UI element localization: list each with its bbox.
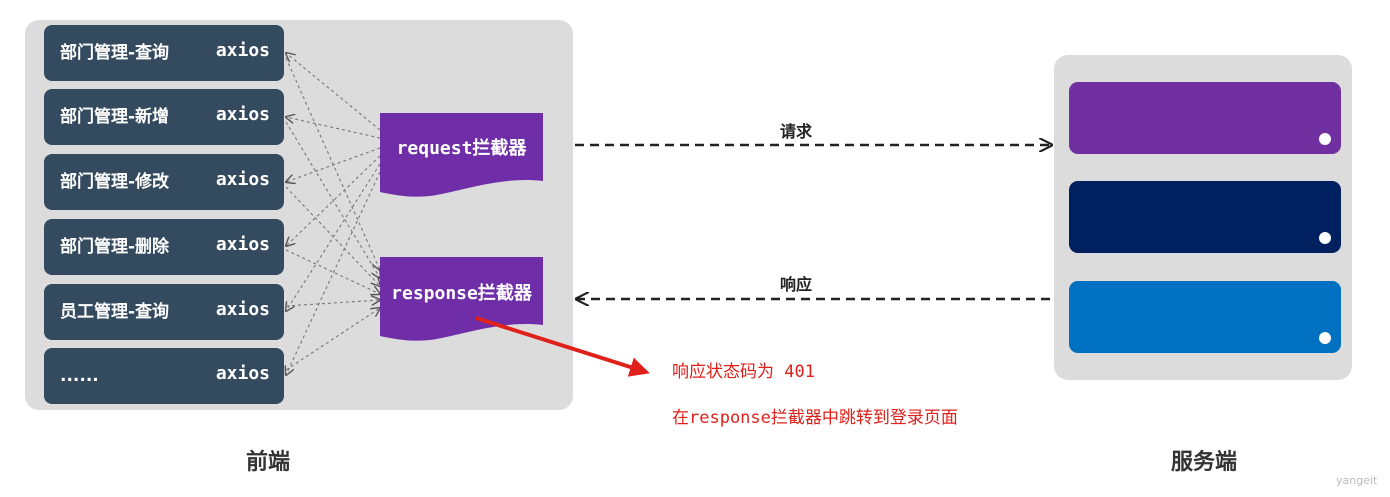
request-interceptor-label: request拦截器 — [396, 138, 527, 159]
module-dept-edit: 部门管理-修改 axios — [44, 154, 284, 210]
module-label: 部门管理-删除 — [60, 237, 170, 257]
module-label: 员工管理-查询 — [60, 302, 170, 322]
link-line — [285, 249, 380, 294]
module-axios: axios — [215, 104, 270, 125]
server-dot — [1319, 332, 1331, 344]
module-label: 部门管理-新增 — [60, 107, 170, 127]
link-line — [286, 171, 381, 375]
frontend-panel — [25, 20, 573, 410]
module-dept-query: 部门管理-查询 axios — [44, 25, 284, 81]
module-axios: axios — [215, 234, 270, 255]
server-block — [1069, 181, 1341, 253]
response-interceptor-label: response拦截器 — [391, 283, 532, 304]
module-interceptor-links — [286, 53, 380, 375]
module-label: 部门管理-查询 — [60, 43, 170, 63]
server-dot — [1319, 133, 1331, 145]
module-axios: axios — [215, 299, 270, 320]
server-block — [1069, 82, 1341, 154]
module-axios: axios — [215, 363, 270, 384]
status-note: 响应状态码为 401 — [672, 362, 815, 382]
request-label: 请求 — [780, 122, 813, 141]
module-emp-query: 员工管理-查询 axios — [44, 284, 284, 340]
module-dept-delete: 部门管理-删除 axios — [44, 219, 284, 275]
module-more: ...... axios — [44, 348, 284, 404]
request-interceptor-shape — [380, 113, 543, 197]
frontend-caption: 前端 — [246, 450, 291, 475]
response-label: 响应 — [780, 275, 813, 294]
backend-caption: 服务端 — [1171, 450, 1238, 475]
link-line — [285, 57, 380, 270]
module-axios: axios — [215, 40, 270, 61]
module-dept-add: 部门管理-新增 axios — [44, 89, 284, 145]
link-line — [285, 121, 380, 278]
link-line — [286, 163, 381, 311]
server-dot — [1319, 232, 1331, 244]
link-line — [285, 300, 380, 307]
server-block — [1069, 281, 1341, 353]
watermark: yangeit — [1336, 474, 1378, 487]
link-line — [286, 155, 381, 246]
redirect-arrow — [475, 316, 650, 377]
link-line — [285, 308, 380, 371]
link-line — [285, 186, 380, 286]
module-label: ...... — [60, 366, 99, 386]
module-label: 部门管理-修改 — [60, 172, 170, 192]
link-line — [286, 117, 381, 139]
link-line — [286, 53, 381, 131]
redirect-note: 在response拦截器中跳转到登录页面 — [672, 408, 958, 428]
module-axios: axios — [215, 169, 270, 190]
response-interceptor-shape — [380, 257, 543, 341]
